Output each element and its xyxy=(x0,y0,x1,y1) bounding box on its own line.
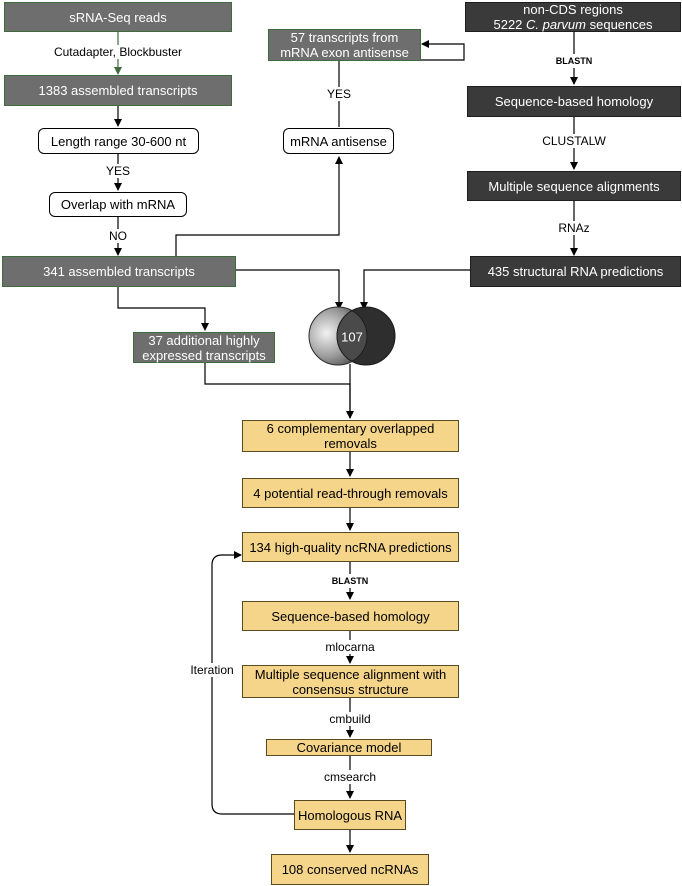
srna-seq-reads-text: sRNA-Seq reads xyxy=(69,9,167,25)
assembled-1383-box: 1383 assembled transcripts xyxy=(4,75,232,106)
conserved-108-box: 108 conserved ncRNAs xyxy=(271,854,429,885)
readthrough-4-text: 4 potential read-through removals xyxy=(253,485,448,501)
covariance-model-box: Covariance model xyxy=(266,739,432,756)
venn-diagram xyxy=(308,306,396,366)
iteration-label: Iteration xyxy=(188,663,236,677)
cutadapter-label: Cutadapter, Blockbuster xyxy=(51,45,185,59)
seq-homology-bottom-text: Sequence-based homology xyxy=(271,608,430,624)
seq-homology-top-box: Sequence-based homology xyxy=(467,86,681,117)
homologous-rna-box: Homologous RNA xyxy=(294,800,406,830)
assembled-341-box: 341 assembled transcripts xyxy=(2,256,236,287)
noncds-count: 5222 xyxy=(493,17,527,32)
msa-top-text: Multiple sequence alignments xyxy=(488,178,660,194)
msa-top-box: Multiple sequence alignments xyxy=(467,171,681,201)
antisense-57-line1: 57 transcripts from xyxy=(290,30,399,45)
mrna-antisense-box: mRNA antisense xyxy=(283,128,394,154)
blastn-bottom-label: BLASTN xyxy=(329,574,371,588)
seq-homology-top-text: Sequence-based homology xyxy=(494,94,654,109)
structural-435-text: 435 structural RNA predictions xyxy=(487,264,664,279)
additional-37-line2: expressed transcripts xyxy=(142,347,266,363)
assembled-341-text: 341 assembled transcripts xyxy=(43,264,195,279)
no-overlap-label: NO xyxy=(107,229,129,243)
noncds-line1: non-CDS regions xyxy=(523,2,623,17)
noncds-tail: sequences xyxy=(586,17,653,32)
conserved-108-text: 108 conserved ncRNAs xyxy=(281,862,419,877)
srna-seq-reads-box: sRNA-Seq reads xyxy=(4,2,232,32)
yes-antisense-label: YES xyxy=(324,87,354,101)
structural-435-box: 435 structural RNA predictions xyxy=(470,256,681,287)
msa-consensus-box: Multiple sequence alignment with consens… xyxy=(242,665,459,698)
additional-37-line1: 37 additional highly xyxy=(148,332,260,348)
mlocarna-label: mlocarna xyxy=(323,640,377,654)
overlap-mrna-text: Overlap with mRNA xyxy=(60,197,176,212)
mrna-antisense-text: mRNA antisense xyxy=(290,133,387,149)
length-range-text: Length range 30-600 nt xyxy=(50,133,187,149)
blastn-top-label: BLASTN xyxy=(553,54,595,68)
complementary-6-line1: 6 complementary overlapped xyxy=(266,421,435,436)
complementary-6-box: 6 complementary overlapped removals xyxy=(242,420,459,452)
noncds-line2: 5222 C. parvum sequences xyxy=(493,17,652,32)
noncds-regions-box: non-CDS regions 5222 C. parvum sequences xyxy=(465,2,681,32)
additional-37-box: 37 additional highly expressed transcrip… xyxy=(133,332,275,363)
overlap-mrna-box: Overlap with mRNA xyxy=(49,192,187,217)
hq-134-text: 134 high-quality ncRNA predictions xyxy=(249,539,452,555)
yes-length-label: YES xyxy=(103,164,133,178)
hq-134-box: 134 high-quality ncRNA predictions xyxy=(242,532,459,562)
seq-homology-bottom-box: Sequence-based homology xyxy=(242,601,459,631)
antisense-57-box: 57 transcripts from mRNA exon antisense xyxy=(268,29,421,61)
msa-consensus-line1: Multiple sequence alignment with xyxy=(254,666,447,682)
length-range-box: Length range 30-600 nt xyxy=(38,128,199,154)
clustalw-label: CLUSTALW xyxy=(540,134,608,148)
rnaz-label: RNAz xyxy=(556,221,592,235)
assembled-1383-text: 1383 assembled transcripts xyxy=(38,83,198,98)
complementary-6-line2: removals xyxy=(324,436,377,451)
noncds-species: C. parvum xyxy=(526,17,586,32)
msa-consensus-line2: consensus structure xyxy=(292,681,409,697)
cmbuild-label: cmbuild xyxy=(327,712,373,726)
homologous-rna-text: Homologous RNA xyxy=(297,807,403,823)
antisense-57-line2: mRNA exon antisense xyxy=(280,45,409,60)
cmsearch-label: cmsearch xyxy=(321,770,379,784)
covariance-model-text: Covariance model xyxy=(296,740,402,755)
readthrough-4-box: 4 potential read-through removals xyxy=(242,478,459,508)
venn-overlap-count: 107 xyxy=(341,329,363,345)
